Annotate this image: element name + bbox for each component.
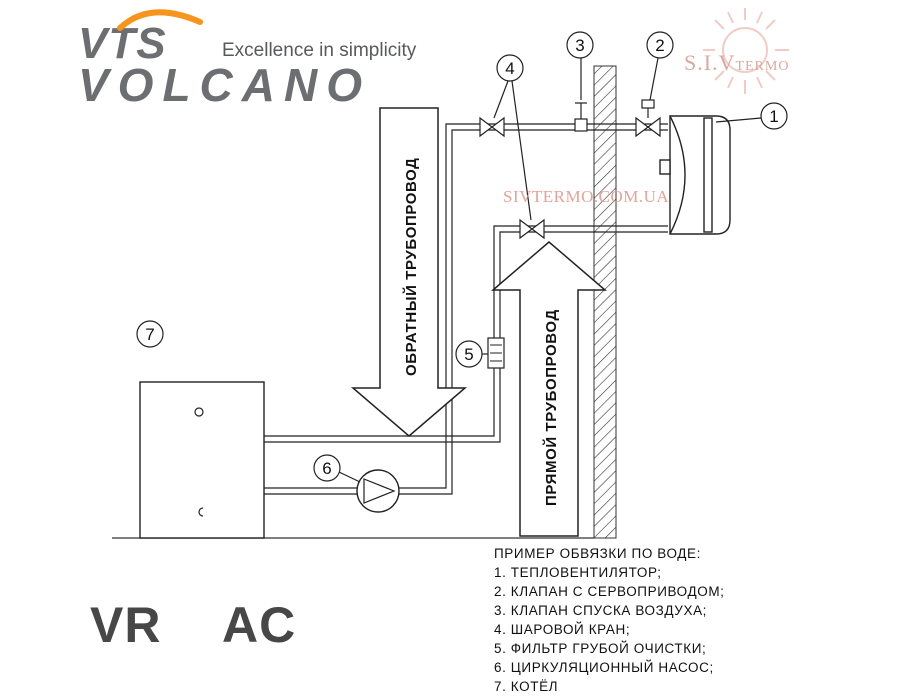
siv-brand-watermark: S.I.VTERMO: [684, 50, 789, 76]
callout-1-label: 1: [769, 107, 778, 126]
callout-3-label: 3: [575, 36, 584, 55]
model-ac-label: AC: [222, 597, 297, 653]
callout-6: [313, 454, 341, 482]
fan-heater-icon: [659, 115, 731, 235]
legend-item: 5. ФИЛЬТР ГРУБОЙ ОЧИСТКИ;: [494, 641, 707, 656]
callout-5-label: 5: [464, 345, 473, 364]
legend-item: 6. ЦИРКУЛЯЦИОННЫЙ НАСОС;: [494, 660, 714, 675]
callout-2-label: 2: [655, 36, 664, 55]
boiler-port-top: [194, 407, 204, 417]
return-pipe-label: ОБРАТНЫЙ ТРУБОПРОВОД: [402, 158, 420, 376]
legend-item: 7. КОТЁЛ: [494, 679, 559, 694]
wall-hatch: [593, 65, 617, 539]
callout-7: [136, 320, 164, 348]
ball-valve-top-icon: [479, 116, 505, 138]
legend-title: ПРИМЕР ОБВЯЗКИ ПО ВОДЕ:: [494, 546, 701, 561]
return-pipe-arrow: [350, 107, 468, 437]
legend-item: 3. КЛАПАН СПУСКА ВОЗДУХА;: [494, 603, 708, 618]
logo-tagline: Excellence in simplicity: [222, 40, 417, 61]
supply-pipe-label: ПРЯМОЙ ТРУБОПРОВОД: [542, 309, 560, 506]
legend-item: 2. КЛАПАН С СЕРВОПРИВОДОМ;: [494, 584, 725, 599]
ball-valve-bottom-icon: [519, 218, 545, 240]
boiler-port-bottom: [198, 507, 204, 517]
callout-4-label: 4: [505, 59, 514, 78]
site-watermark: SIVTERMO.COM.UA: [503, 187, 670, 206]
siv-brand-name: S.I.V: [684, 50, 736, 75]
model-vr-label: VR: [90, 597, 162, 653]
siv-brand-suffix: TERMO: [735, 59, 790, 74]
logo-volcano-text: VOLCANO: [78, 59, 371, 111]
sun-watermark-icon: [703, 8, 789, 94]
boiler-body: [139, 381, 265, 539]
legend: ПРИМЕР ОБВЯЗКИ ПО ВОДЕ: 1. ТЕПЛОВЕНТИЛЯТ…: [494, 544, 725, 696]
air-vent-icon: [574, 102, 588, 132]
logo-swoosh-icon: [117, 9, 203, 31]
legend-item: 4. ШАРОВОЙ КРАН;: [494, 622, 631, 637]
supply-pipe-arrow: [490, 241, 608, 537]
callout-1: [760, 102, 788, 130]
legend-item: 1. ТЕПЛОВЕНТИЛЯТОР;: [494, 565, 662, 580]
callout-6-label: 6: [322, 459, 331, 478]
callout-3: [566, 31, 594, 59]
servo-valve-icon: [635, 99, 661, 138]
callout-7-label: 7: [145, 325, 154, 344]
callout-4: [496, 54, 524, 82]
callout-2: [646, 31, 674, 59]
